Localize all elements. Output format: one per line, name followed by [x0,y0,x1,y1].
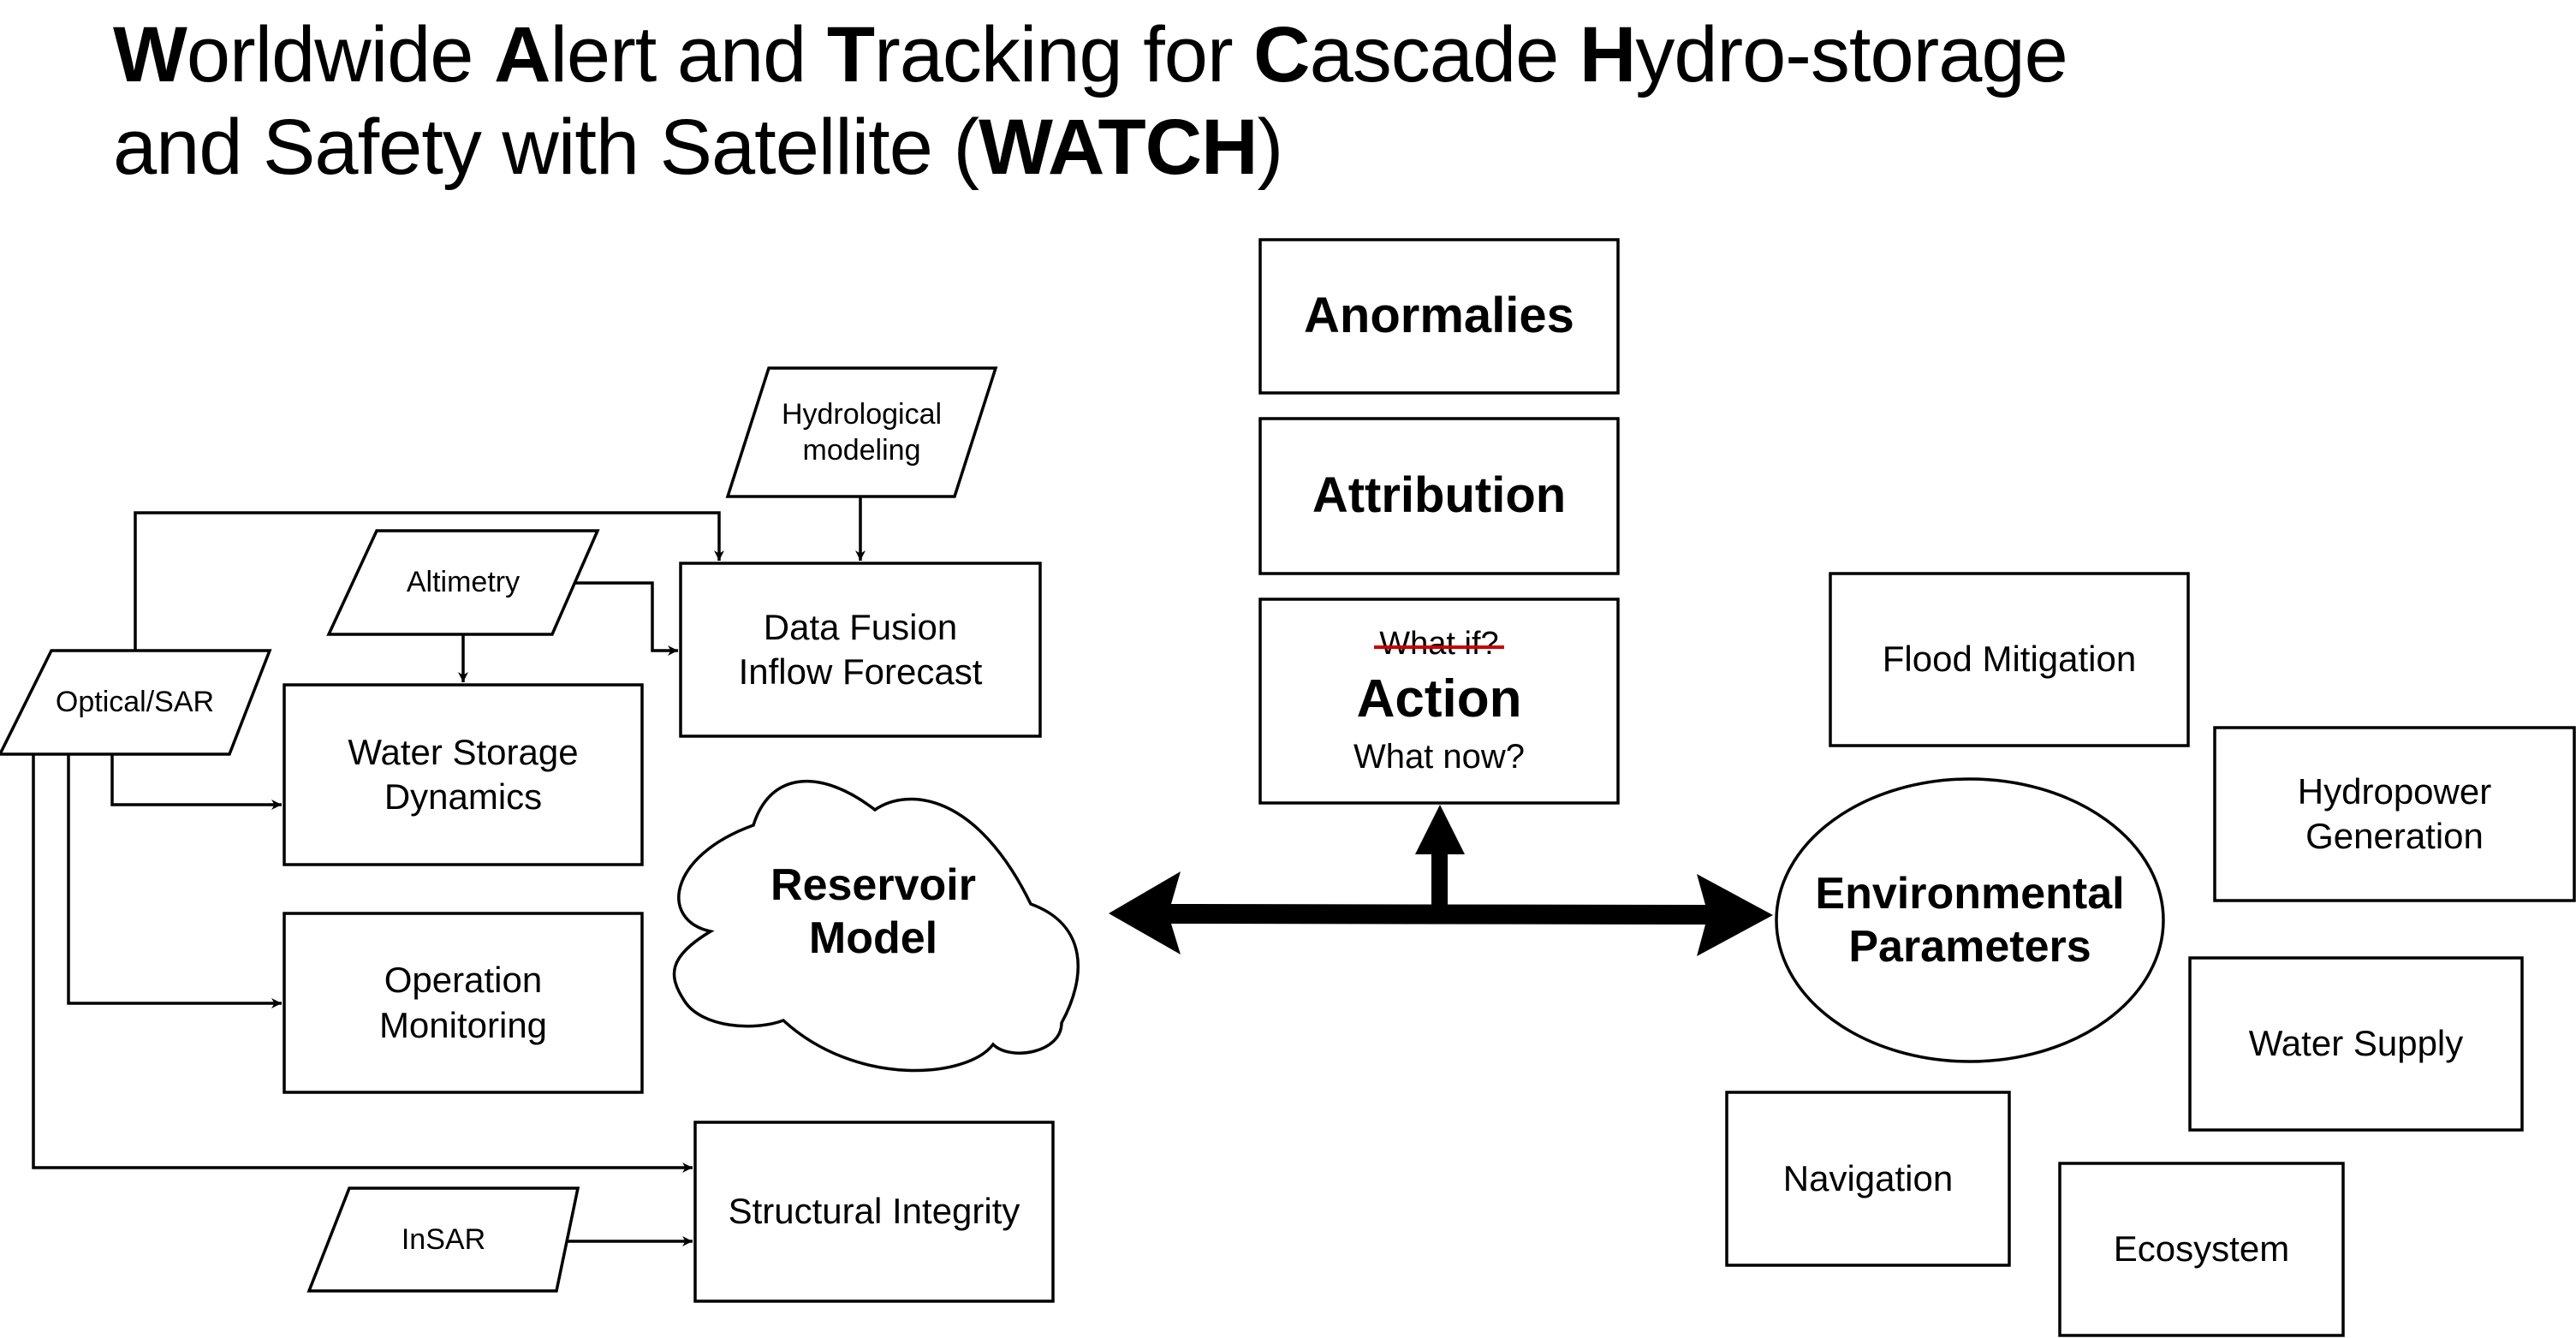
label-hydrological-modeling: Hydrological modeling [728,368,996,497]
connector-optical-to-operation [67,754,282,1008]
double-arrow-horizontal [1109,871,1773,956]
anomalies-text: Anormalies [1304,288,1574,344]
box-navigation [1725,1091,2011,1267]
box-flood-mitigation [1829,572,2190,747]
label-structural-integrity: Structural Integrity [695,1122,1053,1301]
optical-sar-text: Optical/SAR [55,686,215,719]
label-reservoir-model: Reservoir Model [676,839,1070,984]
connector-altimetry-to-datafusion [572,581,678,656]
title-segment: lert and [550,11,827,98]
input-hydrological-modeling [725,366,998,498]
title-initial: WATCH [979,104,1258,191]
label-hydropower: Hydropower Generation [2215,728,2574,901]
altimetry-text: Altimetry [406,566,521,599]
insar-text: InSAR [401,1222,486,1256]
label-water-supply: Water Supply [2190,958,2522,1130]
operation-line2: Monitoring [378,1004,548,1045]
hydrological-text: Hydrological modeling [781,397,943,467]
environmental-line1: Environmental [1815,868,2125,919]
label-attribution: Attribution [1260,419,1618,574]
struck-what-if-text: What if? [1374,623,1505,665]
box-water-supply [2188,956,2524,1132]
label-water-storage: Water Storage Dynamics [284,685,642,865]
data-fusion-line2: Inflow Forecast [738,651,983,692]
label-data-fusion: Data Fusion Inflow Forecast [681,563,1040,736]
input-altimetry [326,529,600,636]
title-initial: W [113,11,187,98]
reservoir-line1: Reservoir [770,859,976,910]
connector-optical-to-structural [32,754,693,1173]
input-insar [306,1186,580,1293]
connector-optical-to-datafusion [134,511,724,651]
title-segment: ydro-storage [1635,11,2067,98]
structural-text: Structural Integrity [728,1191,1020,1232]
attribution-text: Attribution [1312,467,1567,524]
action-subtext: What now? [1353,737,1526,776]
box-hydropower [2213,726,2576,902]
label-action: What if? Action What now? [1260,599,1618,803]
reservoir-model-cloud [672,779,1080,1073]
diagram-title: Worldwide Alert and Tracking for Cascade… [113,9,2068,193]
label-anomalies: Anormalies [1260,240,1618,393]
label-environmental-parameters: Environmental Parameters [1776,847,2163,993]
water-supply-text: Water Supply [2248,1023,2464,1064]
flood-text: Flood Mitigation [1882,639,2137,680]
title-initial: T [826,11,875,98]
title-initial: C [1253,11,1310,98]
ecosystem-text: Ecosystem [2113,1228,2290,1270]
label-optical-sar: Optical/SAR [0,651,270,754]
box-attribution [1258,417,1620,575]
label-ecosystem: Ecosystem [2060,1163,2343,1335]
operation-line1: Operation [384,960,543,1000]
box-ecosystem [2058,1162,2345,1337]
box-structural-integrity [693,1121,1055,1303]
input-optical-sar [0,649,272,756]
box-action [1258,598,1620,805]
box-data-fusion [679,562,1042,738]
title-segment: ) [1257,104,1284,191]
label-insar: InSAR [309,1188,578,1291]
navigation-text: Navigation [1782,1157,1954,1198]
box-anomalies [1258,238,1620,395]
hydropower-line1: Hydropower [2297,770,2492,812]
title-segment: ascade [1309,11,1580,98]
title-initial: H [1579,11,1636,98]
water-storage-line1: Water Storage [348,731,579,772]
central-arrow-group [1109,805,1773,956]
label-flood-mitigation: Flood Mitigation [1830,574,2188,746]
environmental-line2: Parameters [1848,922,2091,972]
water-storage-line2: Dynamics [384,776,543,817]
label-altimetry: Altimetry [329,531,598,634]
box-water-storage [283,683,644,866]
box-operation-monitoring [283,912,644,1094]
connector-optical-to-waterstorage [110,754,282,810]
environmental-parameters-ellipse [1775,777,2165,1063]
action-text: Action [1356,669,1522,729]
reservoir-line2: Model [808,913,938,963]
title-segment: and Safety with Satellite ( [113,104,979,191]
title-initial: A [494,11,550,98]
data-fusion-line1: Data Fusion [763,606,958,647]
title-segment: racking for [874,11,1254,98]
title-segment: orldwide [186,11,495,98]
label-navigation: Navigation [1727,1092,2009,1265]
up-arrow-to-action [1415,805,1465,905]
label-operation-monitoring: Operation Monitoring [284,913,642,1092]
hydropower-line2: Generation [2305,816,2484,856]
